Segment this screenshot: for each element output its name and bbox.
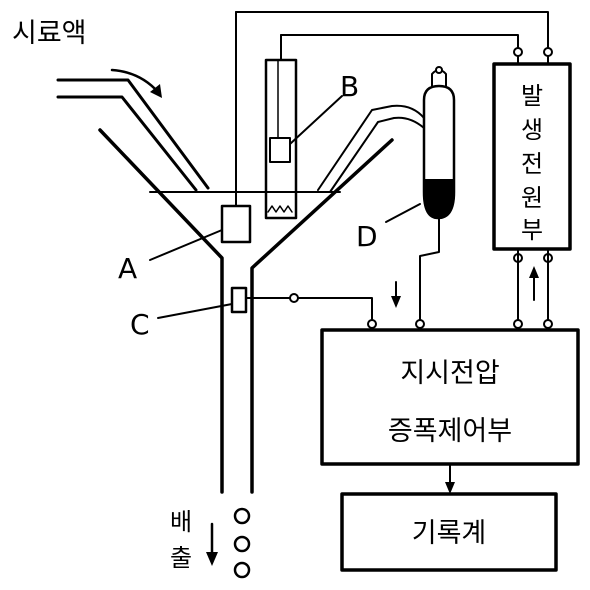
recorder-box xyxy=(340,492,558,572)
control-unit-line-2: 증폭제어부 xyxy=(388,416,512,447)
terminal-ctrl-top-c xyxy=(367,319,377,329)
droplet-3 xyxy=(233,561,251,579)
label-c: C xyxy=(130,308,150,341)
electrode-c xyxy=(230,286,248,314)
discharge-arrowhead xyxy=(206,552,218,566)
generator-char-5: 부 xyxy=(521,216,543,244)
sample-liquid-label: 시료액 xyxy=(12,18,87,49)
down-arrowhead xyxy=(391,296,401,308)
discharge-label-2: 출 xyxy=(170,544,192,572)
terminal-c-mid xyxy=(289,293,299,303)
generator-char-3: 전 xyxy=(521,150,543,178)
generator-power-label: 발 생 전 원 부 xyxy=(521,82,543,244)
generator-char-1: 발 xyxy=(521,82,543,110)
label-b: B xyxy=(340,70,359,103)
recorder-arrowhead xyxy=(445,482,455,494)
wire-d-control xyxy=(419,217,440,325)
electrode-b-frit xyxy=(267,205,293,213)
terminal-ctrl-right-1 xyxy=(513,319,523,329)
terminal-gen-top-1 xyxy=(513,47,523,57)
label-a: A xyxy=(118,252,137,285)
electrode-a xyxy=(220,204,252,244)
up-arrowhead xyxy=(529,266,539,278)
wire-a-generator xyxy=(235,11,549,65)
recorder-label: 기록계 xyxy=(412,518,487,549)
generator-char-2: 생 xyxy=(521,116,543,144)
funnel-left-wall xyxy=(98,128,224,494)
droplet-2 xyxy=(233,535,251,553)
electrode-d-knob xyxy=(435,66,443,74)
pointer-a xyxy=(149,229,223,261)
electrode-b-cell xyxy=(269,137,291,163)
control-unit-line-1: 지시전압 xyxy=(400,358,499,389)
funnel-right-wall xyxy=(250,138,394,494)
pointer-c xyxy=(157,303,233,319)
wire-c-control xyxy=(245,297,373,325)
salt-bridge-outer xyxy=(317,104,425,191)
sample-inlet-pipe-upper xyxy=(56,78,210,190)
discharge-label-1: 배 xyxy=(170,508,192,536)
generator-char-4: 원 xyxy=(521,184,543,212)
pointer-b xyxy=(289,95,343,145)
pointer-d xyxy=(385,203,421,223)
generator-power-box xyxy=(492,62,572,251)
label-d: D xyxy=(356,220,378,253)
wire-b-generator xyxy=(280,34,519,65)
terminal-ctrl-right-2 xyxy=(543,319,553,329)
droplet-1 xyxy=(233,507,251,525)
terminal-ctrl-top-d xyxy=(415,319,425,329)
inflow-arrowhead xyxy=(150,84,162,98)
salt-bridge-inner xyxy=(329,116,425,193)
electrode-d-fill xyxy=(423,179,455,219)
terminal-gen-top-2 xyxy=(543,47,553,57)
sample-inlet-pipe-lower xyxy=(56,95,198,192)
